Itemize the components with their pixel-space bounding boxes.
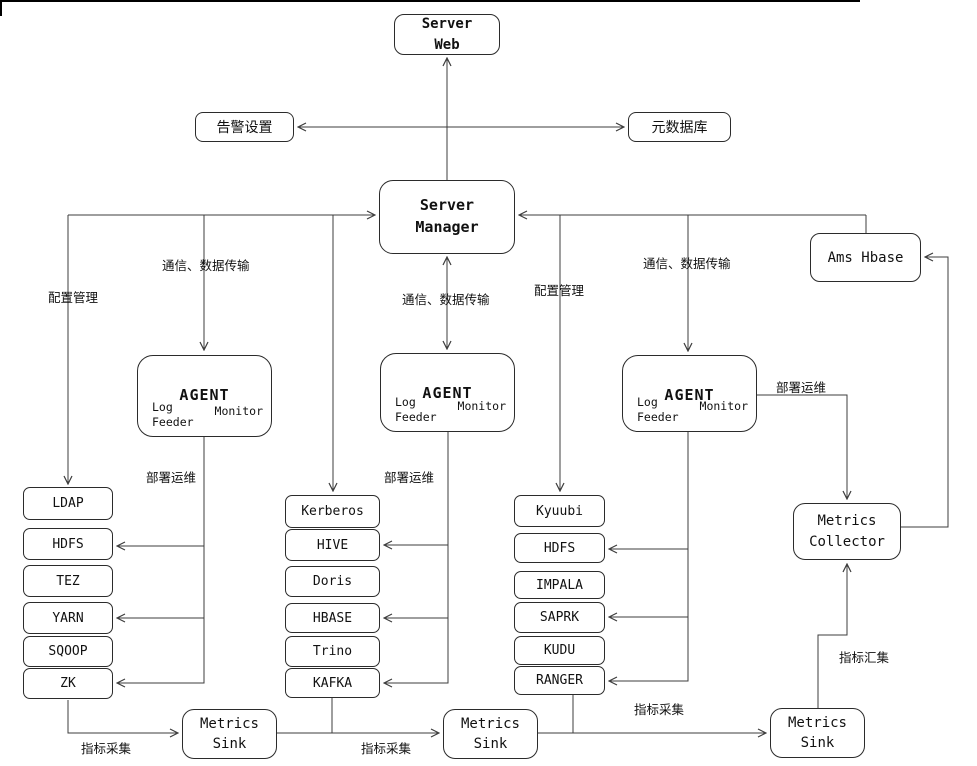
node-ams-hbase: Ams Hbase	[810, 233, 921, 282]
node-service-ranger: RANGER	[514, 666, 605, 695]
edge-sink2-to-sink3	[538, 695, 766, 733]
node-alert-settings: 告警设置	[195, 112, 294, 142]
edge-label-comm-left: 通信、数据传输	[162, 259, 250, 273]
edge-label-comm-middle: 通信、数据传输	[402, 293, 490, 307]
node-agent-left: AGENT Log Feeder Monitor	[137, 355, 272, 437]
agent-title: AGENT	[422, 384, 473, 402]
edge-zk-to-sink1	[67, 700, 178, 733]
node-metrics-sink-right: Metrics Sink	[770, 708, 865, 758]
edge-label-config-right: 配置管理	[534, 284, 585, 298]
edge-label-collect-left: 指标采集	[81, 742, 132, 756]
edge-label-deploy-middle: 部署运维	[384, 471, 435, 485]
window-edge-top	[0, 0, 860, 2]
node-service-sqoop: SQOOP	[23, 636, 113, 667]
node-metrics-sink-middle: Metrics Sink	[443, 709, 538, 759]
node-service-yarn: YARN	[23, 602, 113, 634]
node-service-hdfs-right: HDFS	[514, 533, 605, 563]
node-server-web: Server Web	[394, 14, 500, 55]
agent-monitor-label: Monitor	[699, 399, 748, 413]
node-service-kudu: KUDU	[514, 636, 605, 665]
edge-collector-to-amshbase	[901, 257, 949, 528]
edge-sink1-to-sink2	[277, 698, 439, 733]
edge-label-collect-middle: 指标采集	[361, 742, 412, 756]
node-service-hive: HIVE	[285, 529, 380, 561]
node-metadata-db: 元数据库	[628, 112, 731, 142]
agent-monitor-label: Monitor	[457, 399, 506, 413]
edge-agent-middle-deploy	[384, 432, 449, 683]
edge-right-trunk-config	[519, 215, 867, 491]
node-service-doris: Doris	[285, 566, 380, 597]
node-service-kafka: KAFKA	[285, 668, 380, 698]
edge-left-trunk-config	[68, 215, 375, 491]
agent-title: AGENT	[179, 386, 230, 404]
node-agent-middle: AGENT Log Feeder Monitor	[380, 353, 515, 432]
node-service-kyuubi: Kyuubi	[514, 495, 605, 527]
node-service-impala: IMPALA	[514, 571, 605, 599]
agent-log-feeder-label: Log Feeder	[395, 395, 437, 425]
window-edge-left	[0, 0, 2, 16]
node-server-manager: Server Manager	[379, 180, 515, 254]
edge-label-config-left: 配置管理	[48, 291, 99, 305]
edge-label-deploy-right: 部署运维	[776, 381, 827, 395]
edge-label-collect-right: 指标采集	[634, 703, 685, 717]
edge-agent-left-deploy	[117, 437, 205, 683]
agent-title: AGENT	[664, 386, 715, 404]
node-metrics-collector: Metrics Collector	[793, 503, 901, 560]
agent-log-feeder-label: Log Feeder	[152, 400, 194, 430]
agent-log-feeder-label: Log Feeder	[637, 395, 679, 425]
edge-label-comm-right: 通信、数据传输	[643, 257, 731, 271]
agent-monitor-label: Monitor	[214, 404, 263, 418]
edge-agent-right-deploy	[609, 432, 689, 681]
node-metrics-sink-left: Metrics Sink	[182, 709, 277, 759]
node-service-zk: ZK	[23, 668, 113, 699]
node-service-kerberos: Kerberos	[285, 495, 380, 528]
node-service-ldap: LDAP	[23, 487, 113, 520]
node-agent-right: AGENT Log Feeder Monitor	[622, 355, 757, 432]
node-service-trino: Trino	[285, 636, 380, 667]
node-service-hdfs-left: HDFS	[23, 528, 113, 560]
edge-label-deploy-left: 部署运维	[146, 471, 197, 485]
node-service-saprk: SAPRK	[514, 602, 605, 633]
node-service-tez: TEZ	[23, 565, 113, 597]
edge-sink3-to-collector	[817, 564, 847, 709]
edge-agent-right-to-collector	[757, 394, 847, 499]
node-service-hbase: HBASE	[285, 603, 380, 633]
edge-label-aggregate: 指标汇集	[839, 651, 890, 665]
